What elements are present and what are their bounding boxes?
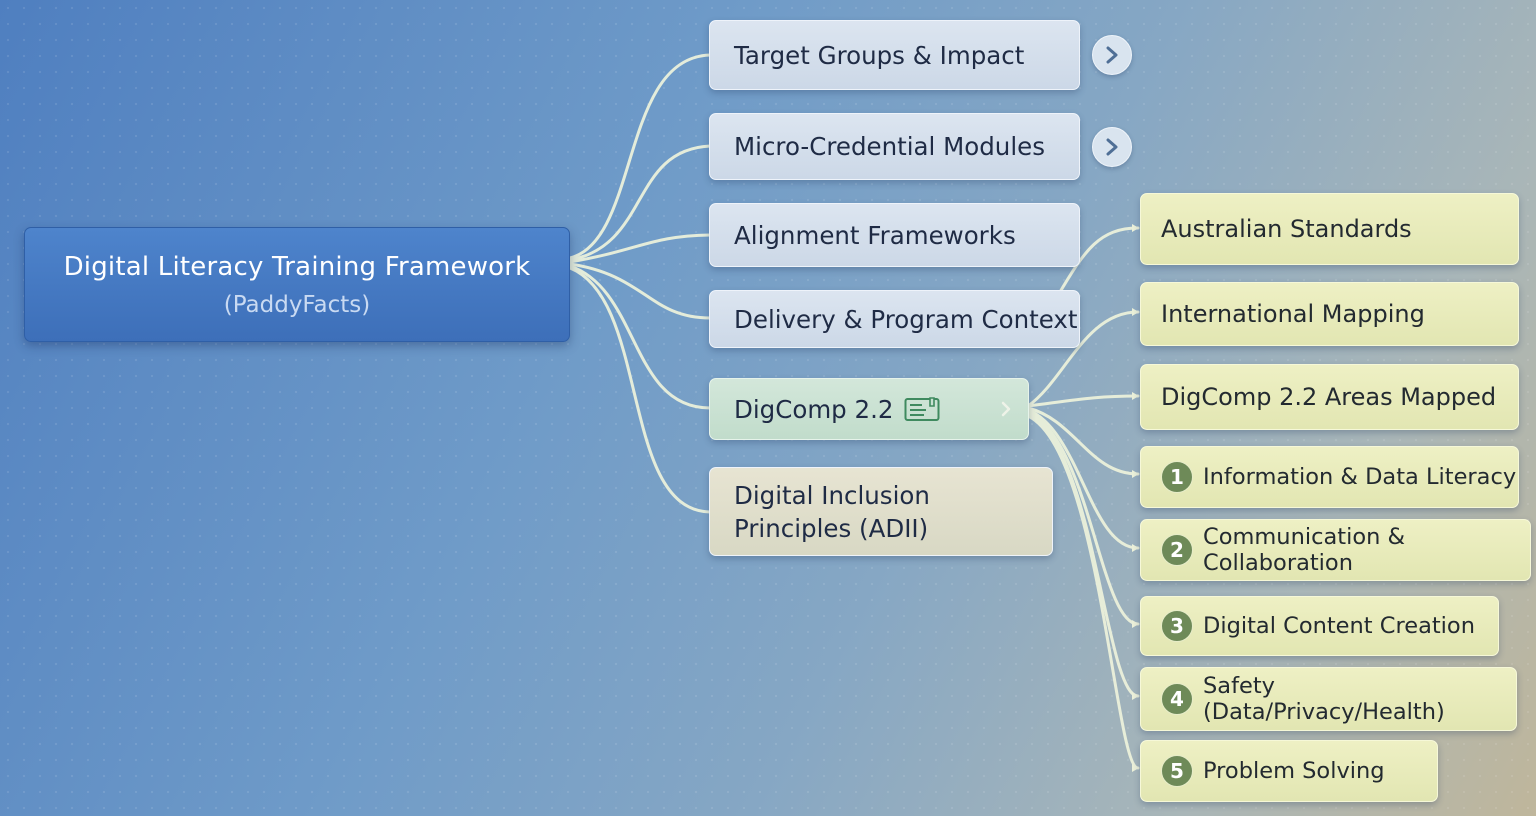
- number-badge: 5: [1161, 755, 1193, 787]
- leaf-label: Problem Solving: [1203, 758, 1385, 784]
- branch-label-line-1: Digital Inclusion: [734, 480, 930, 510]
- leaf-australian-standards[interactable]: Australian Standards: [1140, 193, 1519, 265]
- connector-digcomp-info: [1026, 406, 1140, 478]
- leaf-international-mapping[interactable]: International Mapping: [1140, 282, 1519, 346]
- note-icon: [904, 397, 939, 421]
- number-badge: 3: [1161, 610, 1193, 642]
- root-node[interactable]: Digital Literacy Training Framework (Pad…: [24, 227, 570, 342]
- branch-label: Delivery & Program Context: [734, 304, 1078, 334]
- number-badge: 1: [1161, 461, 1193, 493]
- branch-label-line-2: Principles (ADII): [734, 513, 929, 543]
- leaf-label: Information & Data Literacy: [1203, 464, 1517, 490]
- leaf-information-data-literacy[interactable]: 1 Information & Data Literacy: [1140, 446, 1519, 508]
- chevron-right-icon: [1001, 401, 1011, 417]
- number-badge: 4: [1161, 683, 1193, 715]
- branch-micro-credential[interactable]: Micro-Credential Modules: [709, 113, 1080, 180]
- connector-root-digcomp: [568, 264, 712, 410]
- connector-root-delivery: [568, 262, 712, 320]
- leaf-label: Australian Standards: [1161, 215, 1412, 243]
- chevron-right-icon: [1106, 138, 1118, 156]
- leaf-safety[interactable]: 4 Safety (Data/Privacy/Health): [1140, 667, 1517, 731]
- root-subtitle: (PaddyFacts): [223, 291, 371, 318]
- leaf-communication-collaboration[interactable]: 2 Communication & Collaboration: [1140, 519, 1531, 581]
- leaf-digcomp-areas-mapped[interactable]: DigComp 2.2 Areas Mapped: [1140, 364, 1519, 430]
- branch-digcomp[interactable]: DigComp 2.2: [709, 378, 1029, 440]
- leaf-label: Digital Content Creation: [1203, 613, 1475, 639]
- connector-root-micro-credential: [568, 144, 712, 262]
- leaf-label: Safety (Data/Privacy/Health): [1203, 673, 1445, 725]
- connector-root-alignment: [568, 233, 712, 264]
- branch-delivery-context[interactable]: Delivery & Program Context: [709, 290, 1080, 348]
- connector-root-inclusion: [568, 266, 712, 514]
- branch-alignment-frameworks[interactable]: Alignment Frameworks: [709, 203, 1080, 267]
- leaf-problem-solving[interactable]: 5 Problem Solving: [1140, 740, 1438, 802]
- expand-target-groups-button[interactable]: [1092, 35, 1132, 75]
- connector-root-target-groups: [568, 53, 712, 260]
- leaf-label: DigComp 2.2 Areas Mapped: [1161, 383, 1497, 411]
- leaf-digital-content-creation[interactable]: 3 Digital Content Creation: [1140, 596, 1499, 656]
- branch-label: DigComp 2.2: [734, 394, 894, 424]
- branch-label: Target Groups & Impact: [734, 40, 1025, 70]
- connector-digcomp-areas: [1026, 392, 1140, 408]
- branch-target-groups[interactable]: Target Groups & Impact: [709, 20, 1080, 90]
- number-badge: 2: [1161, 534, 1193, 566]
- branch-digital-inclusion[interactable]: Digital Inclusion Principles (ADII): [709, 467, 1053, 556]
- chevron-right-icon: [1106, 46, 1118, 64]
- leaf-label: International Mapping: [1161, 300, 1425, 328]
- leaf-label: Communication & Collaboration: [1203, 524, 1406, 576]
- root-title: Digital Literacy Training Framework: [63, 251, 531, 282]
- branch-label: Micro-Credential Modules: [734, 132, 1045, 161]
- branch-label: Alignment Frameworks: [734, 220, 1016, 250]
- expand-micro-credential-button[interactable]: [1092, 127, 1132, 167]
